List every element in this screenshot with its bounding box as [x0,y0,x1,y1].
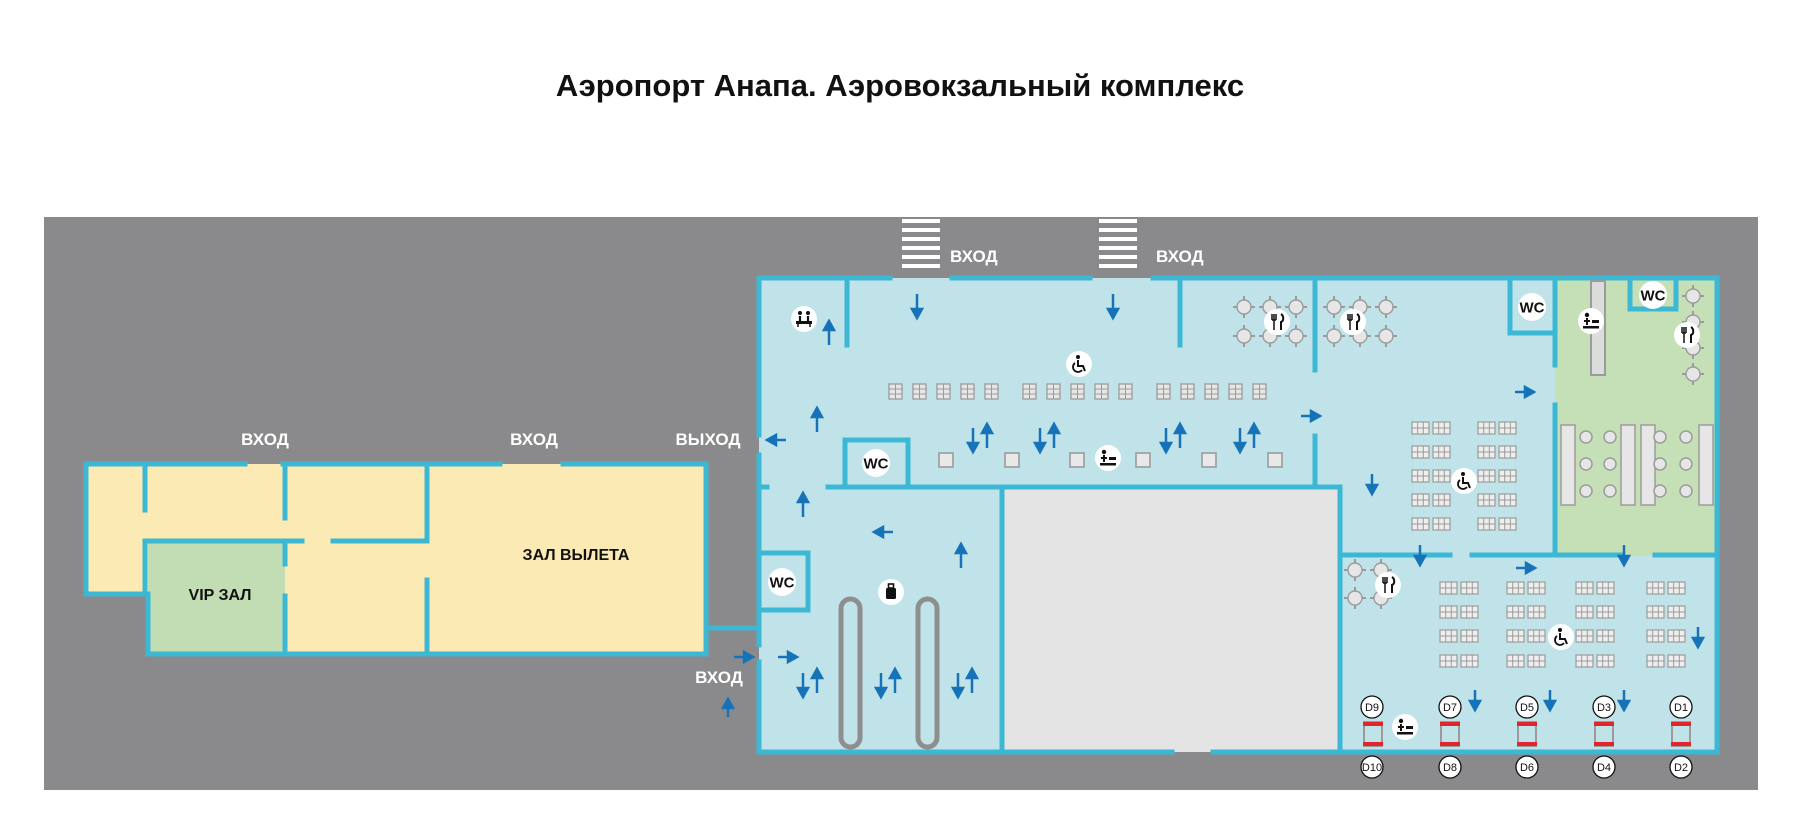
vip-hall-area [148,543,285,653]
closed-zone [1002,487,1340,752]
entrance-label: ВХОД [241,430,289,449]
svg-text:WC: WC [864,456,889,473]
baby-room-icon [1391,713,1419,741]
wheelchair-icon [1450,467,1478,495]
gate-label: D1 [1674,702,1688,714]
departure-hall-label: ЗАЛ ВЫЛЕТА [523,547,630,564]
restaurant-icon [1339,308,1367,336]
wheelchair-icon [1065,350,1093,378]
food-court-seating [1560,424,1714,506]
terminal-building [756,275,1720,755]
svg-text:WC: WC [770,575,795,592]
gate-icon [1517,721,1537,747]
gate-labels-bottom [1360,755,1693,779]
gate-label: D2 [1674,762,1688,774]
wheelchair-icon [1547,623,1575,651]
wc-icon: WC [1639,281,1667,309]
svg-text:WC: WC [1520,300,1545,317]
direction-arrow-icon [720,294,1706,717]
baby-room-icon [1094,444,1122,472]
gate-label: D10 [1362,762,1382,774]
gate-label: D4 [1597,762,1611,774]
entrance-label: ВХОД [695,668,743,687]
gate-label: D5 [1520,702,1534,714]
baggage-carousel [838,596,940,750]
gate-label: D9 [1365,702,1379,714]
baggage-icon [877,578,905,606]
departure-building [83,461,763,657]
entrance-label: ВХОД [950,247,998,266]
stairs-icon [1099,219,1137,268]
gate-label: D7 [1443,702,1457,714]
info-desk-icon [789,304,819,334]
restaurant-icon [1374,571,1402,599]
gate-icon [1671,721,1691,747]
exit-label: ВЫХОД [676,430,741,449]
entrance-label: ВХОД [1156,247,1204,266]
restaurant-icon [1673,321,1701,349]
stairs-icon [900,217,942,277]
gate-icon [1440,721,1460,747]
wc-icon: WC [1518,293,1546,321]
entrance-label: ВХОД [510,430,558,449]
vip-hall-label: VIP ЗАЛ [189,587,252,604]
page-title: Аэропорт Анапа. Аэровокзальный комплекс [555,68,1245,103]
wc-icon: WC [862,449,890,477]
check-in-desks [888,383,1267,400]
gate-markers [1363,721,1691,747]
gate-labels-top [1360,695,1693,719]
svg-text:WC: WC [1641,288,1666,305]
gate-label: D3 [1597,702,1611,714]
gate-label: D8 [1443,762,1457,774]
restaurant-icon [1263,308,1291,336]
baby-room-icon [1577,307,1605,335]
wc-icon: WC [768,568,796,596]
gate-label: D6 [1520,762,1534,774]
gate-icon [1363,721,1383,747]
gate-icon [1594,721,1614,747]
